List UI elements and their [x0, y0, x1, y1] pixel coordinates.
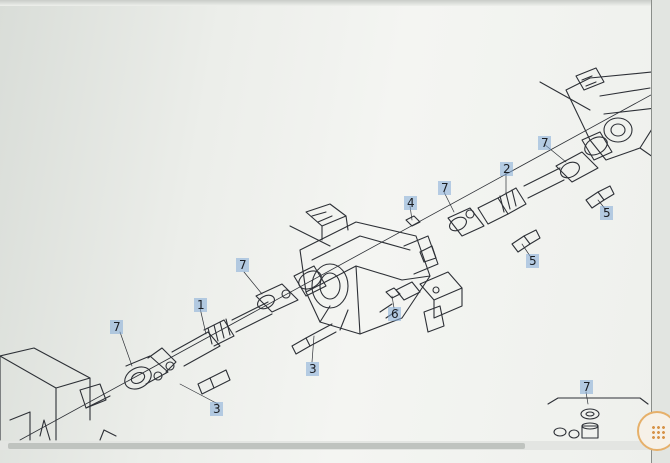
rear-mount-part: [289, 225, 463, 333]
transfer-case: [299, 203, 439, 335]
window-top-edge: [0, 0, 651, 6]
part-callout-4: 4: [404, 196, 417, 210]
driveshaft-part-1: [171, 301, 273, 367]
bolt-part-5-upper: [585, 185, 615, 209]
upper-universal-joint: [555, 131, 613, 183]
part-callout-3: 3: [306, 362, 319, 376]
bolt-part-3-front: [197, 369, 231, 395]
nut-part-6: [385, 287, 401, 299]
horizontal-scrollbar-thumb[interactable]: [8, 443, 525, 449]
front-universal-joint: [124, 347, 177, 390]
part-callout-7: 7: [110, 320, 123, 334]
part-callout-6: 6: [388, 307, 401, 321]
window-right-edge: [651, 0, 670, 463]
part-callout-7: 7: [236, 258, 249, 272]
exploded-parts-diagram: [0, 67, 651, 441]
middle-universal-joint: [255, 265, 327, 313]
part-callout-7: 7: [438, 181, 451, 195]
part-callout-2: 2: [500, 162, 513, 176]
driveshaft-part-2: [497, 167, 565, 215]
nut-part-4: [405, 215, 421, 227]
front-frame-part: [0, 347, 117, 441]
drive-axis-line: [19, 94, 651, 441]
small-parts-kit: [547, 397, 649, 439]
leader-lines: [119, 143, 607, 405]
part-callout-7: 7: [538, 136, 551, 150]
part-callout-3: 3: [210, 402, 223, 416]
part-callout-1: 1: [194, 298, 207, 312]
bolt-part-3-middle: [291, 323, 337, 355]
part-callout-7: 7: [580, 380, 593, 394]
grid-dots-icon: [651, 425, 665, 439]
part-callout-5: 5: [526, 254, 539, 268]
rear-universal-joint: [447, 197, 509, 237]
floating-menu-button[interactable]: [637, 411, 670, 451]
rear-axle-part: [539, 67, 651, 161]
part-callout-5: 5: [600, 206, 613, 220]
bolt-part-5-lower: [511, 229, 541, 253]
